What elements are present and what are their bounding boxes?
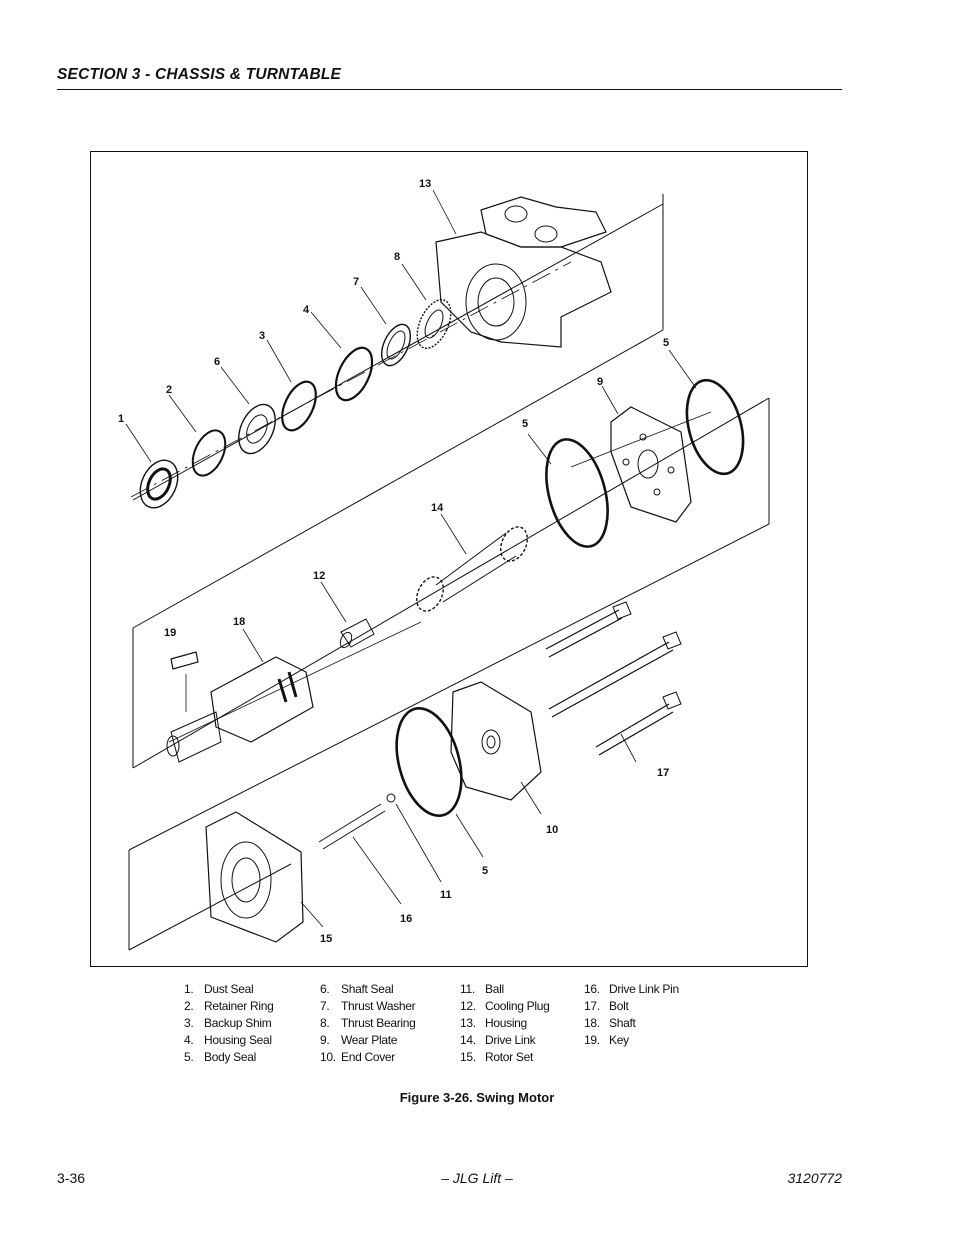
callout-1: 1 [118, 413, 124, 425]
drive-link-part [416, 526, 528, 612]
publisher-footer: – JLG Lift – [441, 1170, 513, 1186]
frame-line [128, 523, 770, 851]
wear-plate-part [610, 406, 692, 523]
shaft-part [166, 656, 314, 763]
legend-item: 6.Shaft Seal [320, 982, 394, 996]
callout-4: 4 [303, 304, 310, 316]
callout-5: 5 [522, 418, 528, 430]
housing-part [435, 196, 612, 348]
legend-item: 13.Housing [460, 1016, 527, 1030]
section-title: SECTION 3 - CHASSIS & TURNTABLE [57, 66, 342, 83]
body-seal-part [545, 438, 609, 548]
legend-item: 10.End Cover [320, 1050, 395, 1064]
exploded-view-figure: 13 8 7 4 3 6 2 1 5 9 5 14 12 19 18 17 10… [90, 151, 808, 967]
callout-19: 19 [164, 627, 176, 639]
rotor-set-part [205, 811, 304, 943]
legend-item: 7.Thrust Washer [320, 999, 416, 1013]
body-seal-part [685, 378, 745, 476]
thrust-bearing-part [416, 299, 452, 349]
swing-motor-drawing: 13 8 7 4 3 6 2 1 5 9 5 14 12 19 18 17 10… [118, 178, 770, 951]
legend-item: 19.Key [584, 1033, 629, 1047]
legend-item: 1.Dust Seal [184, 982, 254, 996]
legend-column-3: 11.Ball 12.Cooling Plug 13.Housing 14.Dr… [460, 981, 550, 1066]
body-seal-part [395, 707, 463, 817]
drive-link-pin-part [318, 803, 386, 850]
bolt-part [545, 601, 682, 756]
document-number: 3120772 [787, 1170, 842, 1186]
frame-line [132, 203, 664, 501]
shaft-seal-part [238, 403, 276, 455]
legend-item: 15.Rotor Set [460, 1050, 533, 1064]
callout-3: 3 [259, 330, 265, 342]
legend-item: 5.Body Seal [184, 1050, 257, 1064]
callout-14: 14 [431, 502, 444, 514]
legend-column-4: 16.Drive Link Pin 17.Bolt 18.Shaft 19.Ke… [584, 981, 679, 1049]
housing-seal-part [334, 346, 374, 402]
callout-6: 6 [214, 356, 220, 368]
legend-item: 12.Cooling Plug [460, 999, 550, 1013]
callout-12: 12 [313, 570, 325, 582]
thrust-washer-part [380, 323, 412, 367]
callout-5: 5 [482, 865, 488, 877]
backup-shim-part [281, 380, 317, 432]
legend-item: 9.Wear Plate [320, 1033, 398, 1047]
callout-10: 10 [546, 824, 558, 836]
callout-13: 13 [419, 178, 431, 190]
callout-2: 2 [166, 384, 172, 396]
legend-column-2: 6.Shaft Seal 7.Thrust Washer 8.Thrust Be… [320, 981, 416, 1066]
page-number: 3-36 [57, 1170, 86, 1186]
callout-9: 9 [597, 376, 603, 388]
callout-16: 16 [400, 913, 412, 925]
legend-item: 4.Housing Seal [184, 1033, 272, 1047]
legend-item: 11.Ball [460, 982, 504, 996]
callout-7: 7 [353, 276, 359, 288]
callout-17: 17 [657, 767, 669, 779]
callout-8: 8 [394, 251, 400, 263]
ball-part [386, 793, 396, 803]
legend-item: 8.Thrust Bearing [320, 1016, 416, 1030]
legend-item: 2.Retainer Ring [184, 999, 274, 1013]
dust-seal-part [139, 459, 179, 509]
end-cover-part [450, 681, 542, 801]
header-divider [57, 89, 842, 90]
legend-item: 18.Shaft [584, 1016, 636, 1030]
frame-line [132, 329, 664, 629]
legend-item: 14.Drive Link [460, 1033, 536, 1047]
retainer-ring-part [191, 429, 227, 477]
frame-line [132, 397, 770, 769]
figure-caption: Figure 3-26. Swing Motor [399, 1090, 555, 1105]
callout-18: 18 [233, 616, 245, 628]
cooling-plug-part [339, 618, 375, 649]
legend-item: 16.Drive Link Pin [584, 982, 679, 996]
legend-column-1: 1.Dust Seal 2.Retainer Ring 3.Backup Shi… [184, 981, 274, 1066]
legend-item: 3.Backup Shim [184, 1016, 272, 1030]
callout-5: 5 [663, 337, 669, 349]
legend-item: 17.Bolt [584, 999, 629, 1013]
callout-15: 15 [320, 933, 332, 945]
callout-11: 11 [440, 889, 452, 901]
key-part [170, 651, 199, 670]
